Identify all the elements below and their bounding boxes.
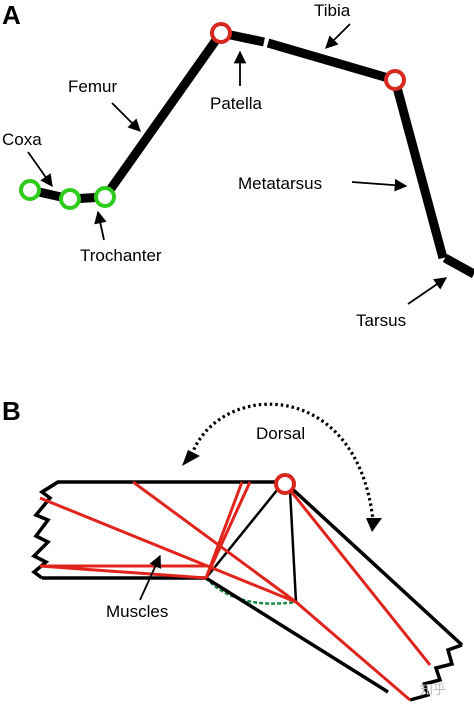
joint-red-femur-patella bbox=[210, 22, 232, 44]
label-femur: Femur bbox=[68, 77, 117, 96]
arrow-tarsus bbox=[407, 277, 448, 305]
dorsal-hinge-joint bbox=[274, 473, 296, 495]
label-metatarsus: Metatarsus bbox=[238, 174, 322, 193]
muscle-1 bbox=[39, 496, 297, 604]
watermark: 知乎 bbox=[420, 682, 446, 698]
joint-green-coxa bbox=[19, 179, 41, 201]
arrow-muscles bbox=[139, 554, 162, 601]
metatarsus-segment bbox=[390, 78, 448, 260]
panel-a: A Tibia Femur Patella Coxa Metatarsus Tr… bbox=[2, 0, 474, 330]
muscle-5 bbox=[204, 481, 244, 579]
tarsus-segment bbox=[442, 254, 474, 278]
label-muscles: Muscles bbox=[106, 602, 168, 621]
label-tibia: Tibia bbox=[314, 1, 351, 20]
arrow-tibia bbox=[325, 23, 351, 49]
arrow-coxa bbox=[27, 151, 53, 188]
joint-green-trochanter bbox=[59, 188, 81, 210]
label-patella: Patella bbox=[210, 94, 263, 113]
rotation-arrowhead-right bbox=[366, 518, 382, 532]
panel-b: B Dorsal Musc bbox=[2, 396, 464, 702]
lower-segment-bottom-edge bbox=[205, 576, 389, 694]
hinge-strut-left bbox=[205, 483, 283, 579]
arrow-metatarsus bbox=[351, 178, 408, 192]
arrow-trochanter bbox=[94, 210, 107, 241]
dotted-rotation-arc bbox=[188, 402, 375, 521]
panel-a-letter: A bbox=[2, 0, 21, 30]
joint-green-femur bbox=[94, 186, 116, 208]
femur-segment bbox=[101, 30, 225, 200]
tibia-segment bbox=[266, 38, 397, 85]
hinge-strut-right bbox=[288, 489, 298, 603]
arrow-femur bbox=[111, 102, 141, 132]
panel-b-letter: B bbox=[2, 396, 21, 426]
muscle-7 bbox=[295, 600, 411, 702]
lower-segment-top-edge bbox=[286, 483, 464, 647]
rotation-arrowhead-left bbox=[182, 450, 200, 466]
lower-segment-broken-end bbox=[409, 643, 463, 702]
label-tarsus: Tarsus bbox=[356, 311, 406, 330]
upper-segment-broken-end bbox=[31, 480, 59, 580]
muscle-6 bbox=[288, 489, 432, 666]
muscles-group bbox=[39, 480, 432, 702]
joint-red-tibia-metatarsus bbox=[384, 69, 406, 91]
label-trochanter: Trochanter bbox=[80, 246, 162, 265]
label-coxa: Coxa bbox=[2, 130, 42, 149]
muscle-3b bbox=[39, 564, 207, 580]
label-dorsal: Dorsal bbox=[256, 424, 305, 443]
muscle-2 bbox=[132, 480, 297, 604]
leg-segments bbox=[29, 28, 474, 278]
